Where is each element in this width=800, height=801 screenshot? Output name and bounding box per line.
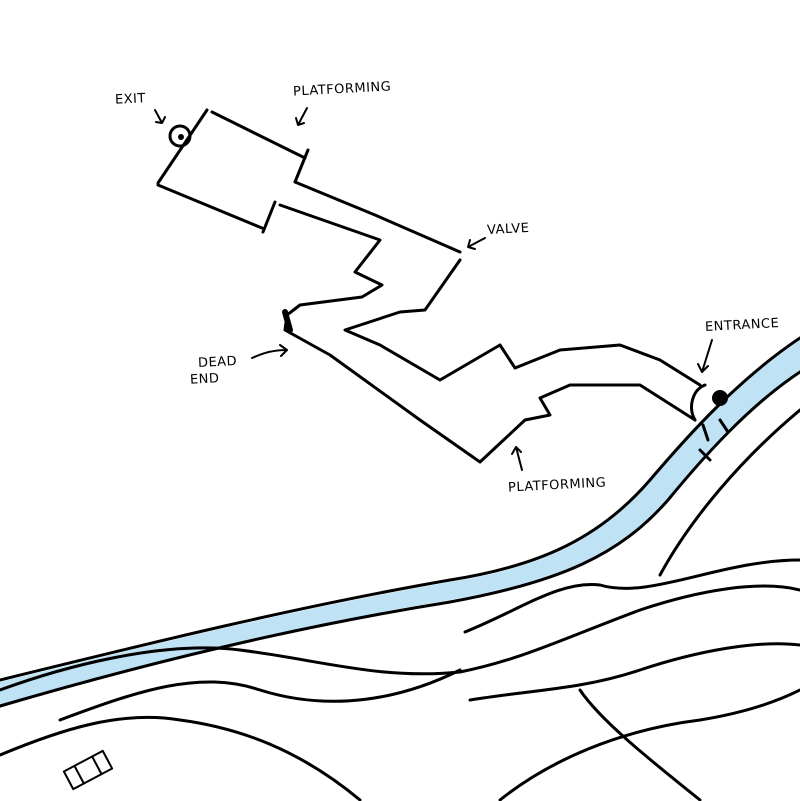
- label-valve: VALVE: [486, 220, 530, 239]
- arrow-icon: [154, 109, 166, 124]
- hill-line: [0, 584, 800, 692]
- arrow-icon: [251, 344, 288, 359]
- arrow-icon: [295, 107, 308, 126]
- arrow-icon: [467, 237, 486, 250]
- car-icon: [62, 749, 114, 791]
- exit-marker: [168, 124, 192, 148]
- hill-line: [498, 688, 800, 801]
- label-dead-end-2: END: [189, 371, 220, 388]
- entrance-marker: [712, 390, 728, 406]
- hill-line: [58, 668, 462, 722]
- river-bank-lower: [0, 370, 800, 708]
- valley-edge: [658, 408, 800, 577]
- hill-line: [463, 558, 800, 634]
- hill-line: [0, 715, 362, 801]
- arrow-icon: [697, 339, 713, 373]
- arrow-icon: [511, 446, 523, 471]
- hill-line: [468, 642, 800, 702]
- dungeon-outline: [156, 108, 730, 464]
- label-exit: EXIT: [114, 91, 147, 108]
- hill-line: [578, 688, 702, 801]
- label-dead-end-1: DEAD: [197, 353, 238, 372]
- river: [0, 340, 800, 708]
- river-bank-upper: [0, 336, 800, 682]
